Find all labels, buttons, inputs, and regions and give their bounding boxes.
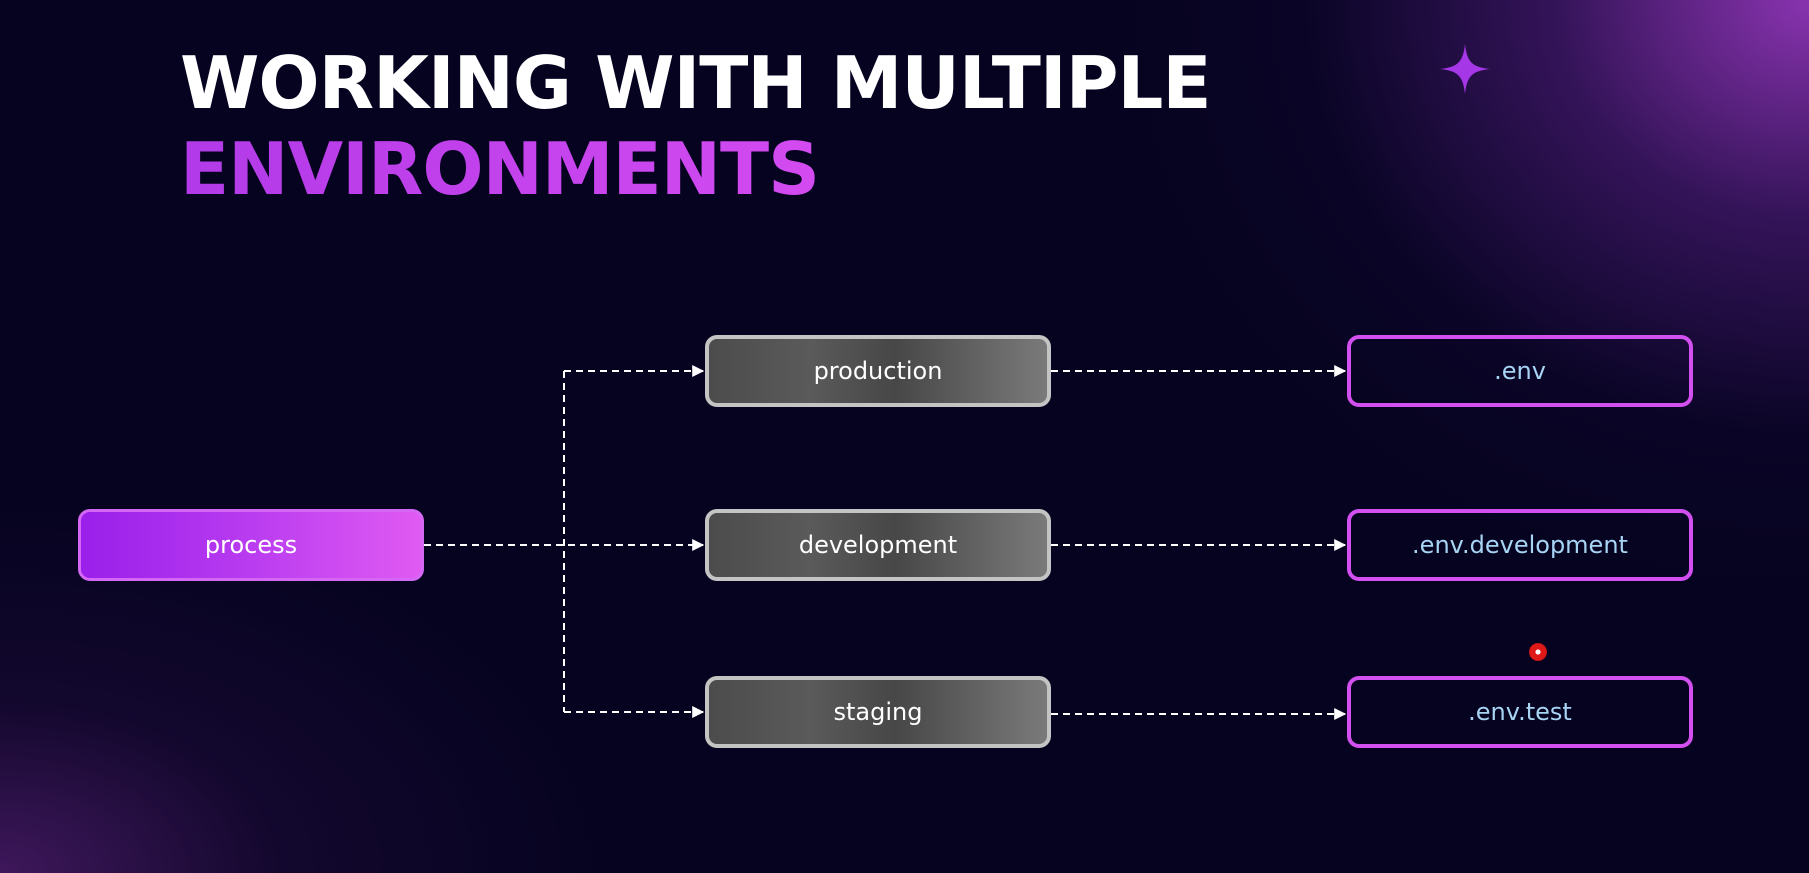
env-development-file-label: .env.development — [1412, 531, 1628, 559]
production-node-label: production — [813, 357, 943, 385]
production-node: production — [705, 335, 1051, 407]
env-file-node: .env — [1347, 335, 1693, 407]
development-node: development — [705, 509, 1051, 581]
env-development-file-node: .env.development — [1347, 509, 1693, 581]
staging-node-label: staging — [833, 698, 923, 726]
laser-pointer-dot — [1529, 643, 1547, 661]
slide-title-line-1: WORKING WITH MULTIPLE — [180, 41, 1212, 125]
env-test-file-node: .env.test — [1347, 676, 1693, 748]
sparkle-icon — [1440, 44, 1490, 94]
development-node-label: development — [798, 531, 958, 559]
slide-title-line-2: ENVIRONMENTS — [180, 126, 1211, 212]
env-test-file-label: .env.test — [1468, 698, 1572, 726]
process-node: process — [78, 509, 424, 581]
process-node-label: process — [204, 531, 298, 559]
slide-title: WORKING WITH MULTIPLE ENVIRONMENTS — [180, 40, 1212, 212]
staging-node: staging — [705, 676, 1051, 748]
env-file-label: .env — [1494, 357, 1546, 385]
